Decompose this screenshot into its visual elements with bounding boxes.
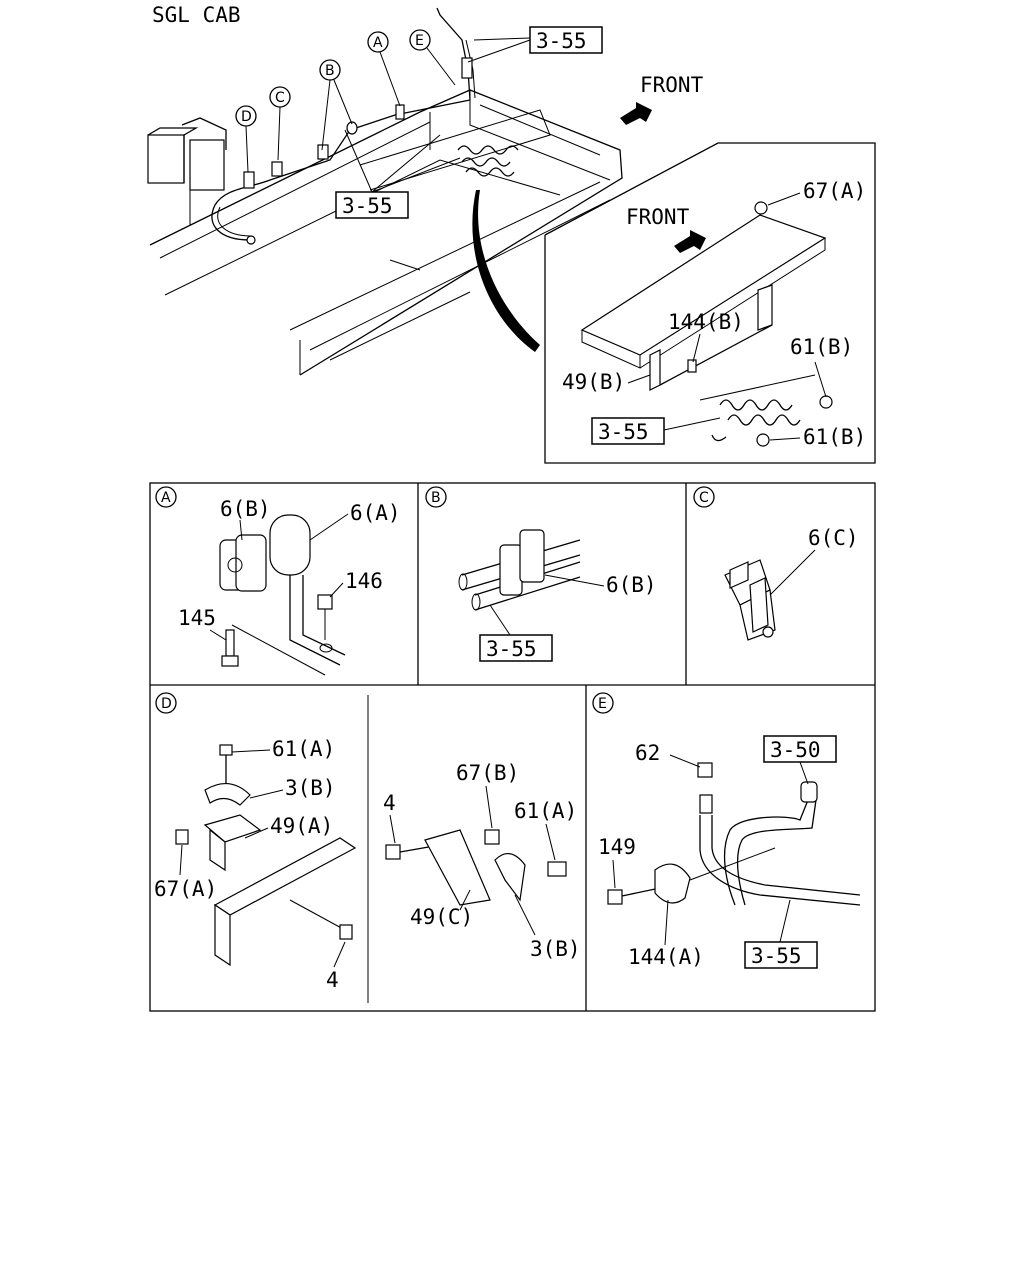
detail-e: E 62 3-50 149 144(A) 3-55 (592, 692, 861, 969)
inset-ref-box: 3-55 (591, 417, 721, 445)
svg-text:E: E (415, 33, 424, 49)
callout-e: E (409, 29, 456, 86)
svg-text:3-55: 3-55 (751, 944, 802, 968)
svg-text:144(A): 144(A) (628, 945, 704, 969)
svg-text:61(B): 61(B) (803, 425, 866, 449)
svg-text:6(A): 6(A) (350, 501, 401, 525)
svg-text:49(C): 49(C) (410, 905, 473, 929)
svg-text:4: 4 (326, 968, 339, 992)
detail-b: B 6(B) 3-55 (425, 486, 657, 662)
svg-text:67(A): 67(A) (154, 877, 217, 901)
svg-text:61(B): 61(B) (790, 335, 853, 359)
svg-text:FRONT: FRONT (626, 205, 690, 229)
callout-b: B (319, 59, 353, 151)
svg-text:6(B): 6(B) (606, 573, 657, 597)
svg-text:67(A): 67(A) (803, 179, 866, 203)
front-arrow: FRONT (620, 73, 704, 125)
inset-label-49b: 49(B) (562, 370, 651, 394)
svg-text:B: B (325, 63, 335, 79)
ref-box-mid: 3-55 (335, 129, 461, 219)
svg-text:3(B): 3(B) (530, 937, 581, 961)
svg-text:144(B): 144(B) (668, 310, 744, 334)
detail-a: A 6(B) 6(A) 146 145 (155, 486, 401, 676)
inset-label-67a: 67(A) (767, 179, 866, 206)
svg-text:A: A (373, 35, 383, 51)
detail-a-tag: A (161, 490, 171, 506)
svg-text:49(B): 49(B) (562, 370, 625, 394)
chassis-frame (147, 7, 623, 376)
inset-label-61b-1: 61(B) (790, 335, 853, 398)
svg-text:3-50: 3-50 (770, 738, 821, 762)
svg-text:6(C): 6(C) (808, 526, 859, 550)
detail-d: D 61(A) 3(B) 49(A) 67(A) 4 67(B) 4 61(A) (154, 692, 581, 992)
svg-text:3(B): 3(B) (285, 776, 336, 800)
inset-panel: FRONT (544, 142, 876, 464)
page-title: SGL CAB (152, 3, 241, 27)
svg-text:3-55: 3-55 (598, 420, 649, 444)
svg-text:61(A): 61(A) (272, 737, 335, 761)
svg-text:FRONT: FRONT (640, 73, 704, 97)
detail-c: C 6(C) (693, 486, 859, 641)
svg-text:3-55: 3-55 (486, 637, 537, 661)
svg-text:6(B): 6(B) (220, 497, 271, 521)
svg-text:49(A): 49(A) (270, 814, 333, 838)
detail-grid (149, 482, 876, 1012)
svg-text:62: 62 (635, 741, 660, 765)
detail-b-tag: B (431, 490, 441, 506)
detail-e-tag: E (598, 696, 607, 712)
svg-text:67(B): 67(B) (456, 761, 519, 785)
coil-spring (457, 145, 519, 177)
ref-box-top: 3-55 (467, 26, 603, 63)
svg-text:3-55: 3-55 (536, 29, 587, 53)
detail-c-tag: C (699, 490, 709, 506)
svg-text:149: 149 (598, 835, 636, 859)
inset-label-144b: 144(B) (668, 310, 744, 363)
inset-label-61b-2: 61(B) (769, 425, 866, 449)
callout-d: D (235, 105, 257, 173)
callout-a: A (367, 31, 401, 107)
svg-text:C: C (275, 90, 285, 106)
callout-c: C (269, 86, 291, 161)
svg-text:4: 4 (383, 791, 396, 815)
svg-text:3-55: 3-55 (342, 194, 393, 218)
svg-text:145: 145 (178, 606, 216, 630)
svg-text:146: 146 (345, 569, 383, 593)
svg-text:D: D (241, 109, 252, 125)
svg-text:61(A): 61(A) (514, 799, 577, 823)
detail-d-tag: D (161, 696, 172, 712)
